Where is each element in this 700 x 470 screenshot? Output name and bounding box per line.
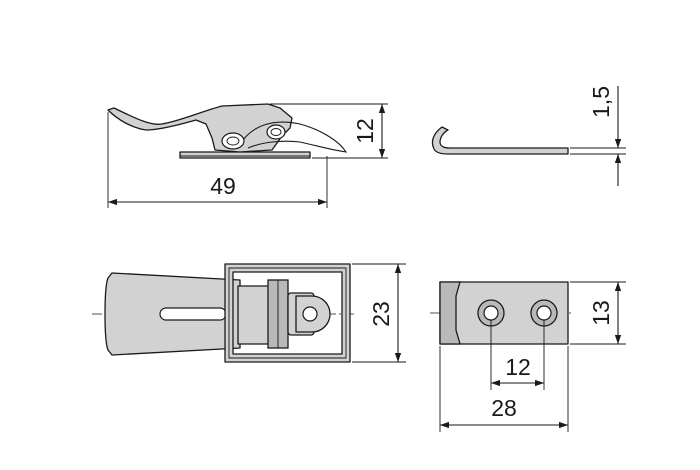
thickness-view-profile	[431, 126, 569, 155]
dim-23-label: 23	[368, 301, 394, 327]
side-view-hook-eye	[266, 124, 286, 140]
front-view-tab-hole	[302, 306, 318, 322]
side-view-pivot-inner	[226, 136, 240, 146]
dim-thickness-label: 1,5	[588, 86, 614, 118]
side-view-hook-eye-inner	[270, 128, 282, 136]
front-view-lever-slot	[159, 307, 227, 321]
side-view-base-plate	[179, 151, 311, 159]
plate-view-edge-bevel	[439, 281, 461, 345]
side-view-hook-wire	[239, 121, 348, 153]
dim-28-label: 28	[491, 395, 517, 421]
plate-view-hole-right	[536, 305, 552, 321]
dim-hole-label: 12	[505, 354, 531, 380]
thickness-view: 1,5	[431, 86, 626, 186]
front-view-hinge-block	[237, 285, 271, 345]
front-view: 23	[92, 263, 406, 363]
plate-view-hole-left	[483, 305, 499, 321]
dim-12-label: 12	[352, 118, 378, 144]
side-view: 49 12	[107, 103, 388, 208]
side-view-pivot	[221, 132, 245, 150]
dim-13-label: 13	[588, 300, 614, 326]
front-view-wire-loop-outer	[224, 263, 351, 363]
dim-49-label: 49	[210, 173, 236, 199]
plate-view: 13 12 28	[430, 281, 626, 432]
side-view-spring-lever	[107, 103, 293, 153]
front-view-wire-loop-inner	[228, 267, 347, 359]
